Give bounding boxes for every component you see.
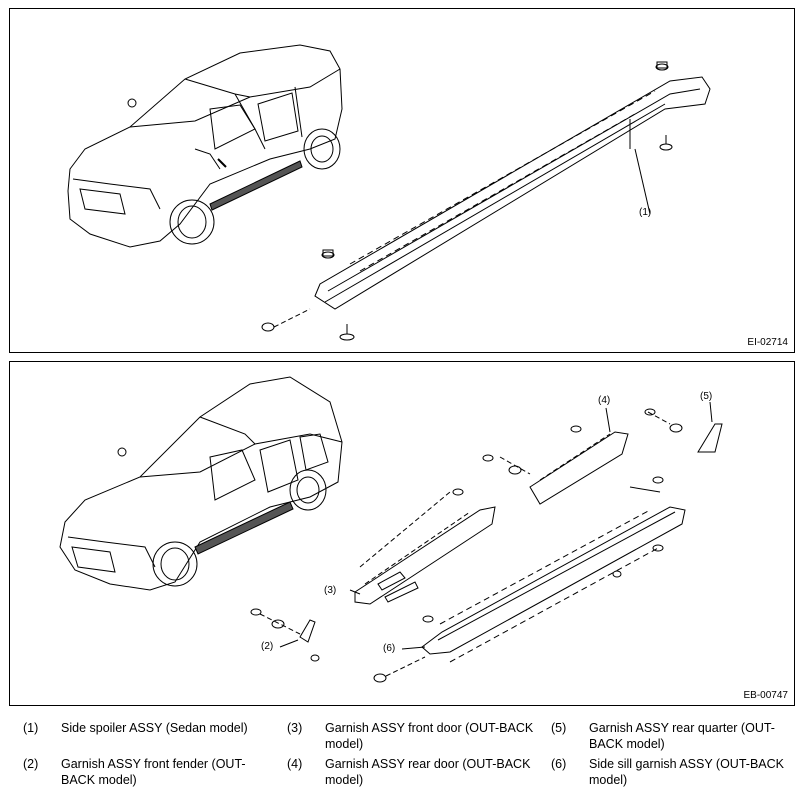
- legend-text: Side sill garnish ASSY (OUT-BACK model): [589, 757, 784, 787]
- diagram-panel-sedan: (1) EI-02714: [9, 8, 795, 353]
- outback-exploded-diagram: [59, 376, 723, 683]
- legend-number: (2): [23, 757, 39, 771]
- rear-quarter-garnish-part: [644, 408, 723, 453]
- legend-item-3: (3) Garnish ASSY front door (OUT-BACK mo…: [287, 720, 535, 752]
- legend-text: Garnish ASSY front door (OUT-BACK model): [325, 721, 534, 751]
- diagram-panel-outback: (4) (5) (3) (2) (6) EB-00747: [9, 361, 795, 706]
- legend-item-1: (1) Side spoiler ASSY (Sedan model): [23, 720, 271, 736]
- legend-item-6: (6) Side sill garnish ASSY (OUT-BACK mod…: [551, 756, 799, 788]
- figure-id-top: EI-02714: [747, 337, 788, 348]
- callout-3: (3): [324, 585, 337, 596]
- legend-text: Garnish ASSY rear quarter (OUT-BACK mode…: [589, 721, 775, 751]
- legend-text: Side spoiler ASSY (Sedan model): [61, 721, 248, 735]
- side-spoiler-part: [314, 76, 711, 310]
- legend-item-4: (4) Garnish ASSY rear door (OUT-BACK mod…: [287, 756, 535, 788]
- callout-6: (6): [383, 643, 396, 654]
- legend-number: (5): [551, 721, 567, 735]
- sedan-car-illustration: [67, 44, 343, 248]
- legend-number: (1): [23, 721, 39, 735]
- callout-5: (5): [700, 391, 713, 402]
- callout-1: (1): [639, 207, 652, 218]
- callout-leaders: [279, 401, 713, 650]
- callout-4: (4): [598, 395, 611, 406]
- legend-item-5: (5) Garnish ASSY rear quarter (OUT-BACK …: [551, 720, 799, 752]
- spoiler-clips: [261, 61, 673, 341]
- legend-number: (4): [287, 757, 303, 771]
- side-sill-garnish-part: [373, 476, 686, 683]
- front-fender-garnish-part: [250, 608, 320, 662]
- rear-door-garnish-part: [482, 425, 629, 505]
- figure-id-bottom: EB-00747: [743, 690, 788, 701]
- parts-legend: (1) Side spoiler ASSY (Sedan model) (2) …: [9, 716, 795, 796]
- legend-number: (3): [287, 721, 303, 735]
- sedan-exploded-diagram: [67, 44, 711, 341]
- legend-text: Garnish ASSY rear door (OUT-BACK model): [325, 757, 531, 787]
- legend-item-2: (2) Garnish ASSY front fender (OUT-BACK …: [23, 756, 271, 788]
- legend-text: Garnish ASSY front fender (OUT-BACK mode…: [61, 757, 246, 787]
- legend-number: (6): [551, 757, 567, 771]
- callout-2: (2): [261, 641, 274, 652]
- outback-car-illustration: [59, 376, 343, 591]
- front-door-garnish-part: [354, 488, 496, 605]
